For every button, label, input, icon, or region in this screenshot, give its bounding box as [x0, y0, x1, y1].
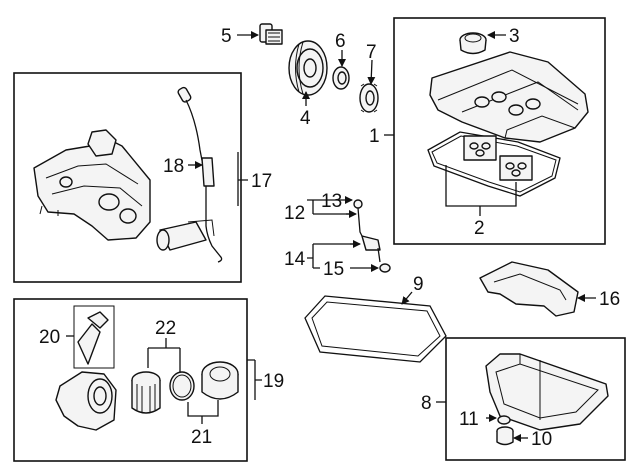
baffle-part — [479, 261, 579, 317]
callout-4: 4 — [300, 108, 311, 129]
housing-gasket-part — [77, 311, 109, 365]
callout-13: 13 — [321, 191, 342, 212]
box-valve-cover-group — [393, 17, 606, 245]
box-oil-pump-group — [13, 72, 242, 283]
callout-10: 10 — [531, 429, 552, 450]
oil-pan-gasket-part — [304, 295, 447, 363]
callout-19: 19 — [263, 371, 284, 392]
callout-11: 11 — [459, 409, 479, 430]
callout-9: 9 — [413, 274, 424, 295]
callout-14: 14 — [284, 249, 306, 270]
oil-filter-housing-part — [55, 371, 117, 431]
valve-cover-gasket-part — [427, 131, 561, 197]
crankshaft-pulley-part — [288, 40, 328, 96]
oil-pan-part — [485, 353, 609, 431]
callout-20: 20 — [39, 327, 60, 348]
box-oil-pan-group — [445, 337, 626, 461]
callout-18: 18 — [163, 156, 184, 177]
o-ring-part — [379, 263, 391, 273]
callout-21: 21 — [191, 427, 212, 448]
filter-o-ring-part — [169, 371, 195, 401]
callout-3: 3 — [509, 26, 520, 47]
callout-labels: 5 4 6 7 3 1 2 18 17 13 12 14 15 9 16 8 1… — [39, 26, 620, 450]
callout-17: 17 — [251, 171, 272, 192]
callout-5: 5 — [221, 26, 232, 47]
bolt-part — [259, 23, 283, 45]
oil-filter-element-part — [131, 371, 161, 414]
callout-2: 2 — [474, 218, 485, 239]
filter-cap-part — [201, 361, 239, 400]
callout-22: 22 — [155, 318, 176, 339]
drain-plug-part — [496, 426, 514, 446]
sprocket-part — [359, 83, 379, 113]
seal-part — [332, 66, 350, 90]
callout-1: 1 — [369, 126, 380, 147]
callout-8: 8 — [421, 393, 432, 414]
oil-sensor-part — [353, 199, 381, 263]
box-oil-filter-group — [13, 298, 248, 462]
dipstick-part — [156, 86, 223, 263]
callout-12: 12 — [284, 203, 305, 224]
washer-part — [497, 415, 511, 425]
callout-6: 6 — [335, 31, 346, 52]
callout-15: 15 — [323, 259, 344, 280]
oil-cap-part — [459, 32, 487, 55]
valve-cover-part — [429, 51, 589, 143]
callout-16: 16 — [599, 289, 620, 310]
callout-7: 7 — [366, 42, 377, 63]
oil-pump-part — [33, 129, 151, 241]
leader-lines — [66, 31, 596, 442]
